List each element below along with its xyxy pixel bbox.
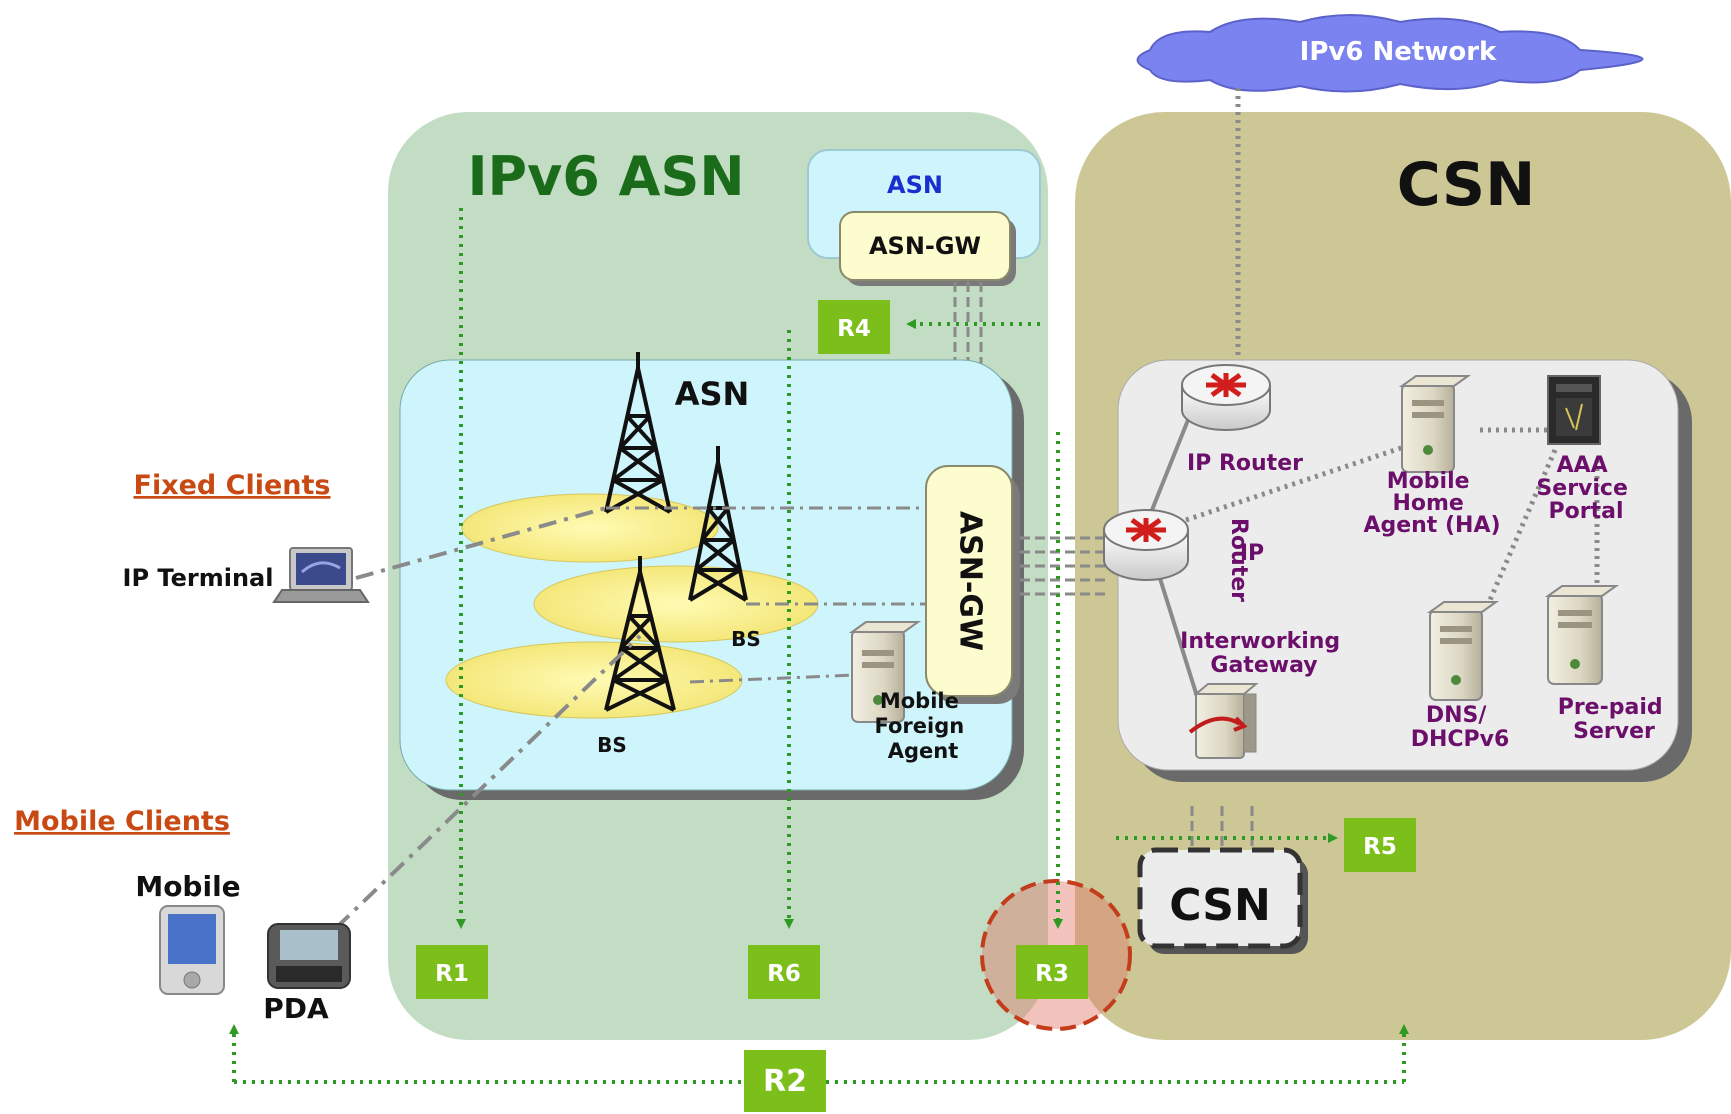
svg-text:R3: R3 bbox=[1035, 961, 1069, 987]
mobile-clients-heading: Mobile Clients bbox=[14, 806, 230, 837]
home-agent-label: Mobile Home Agent (HA) bbox=[1363, 469, 1500, 538]
foreign-agent-server-icon bbox=[848, 621, 922, 723]
svg-text:R4: R4 bbox=[837, 316, 871, 342]
csn-box bbox=[1137, 847, 1303, 949]
csn-dotted-links bbox=[1185, 427, 1600, 601]
inner-asn-gw: ASN-GW bbox=[925, 465, 1020, 704]
prepaid-label: Pre-paid Server bbox=[1558, 695, 1671, 744]
aaa-label: AAA Service Portal bbox=[1536, 453, 1635, 524]
ip-terminal-label: IP Terminal bbox=[123, 564, 274, 592]
pda-label: PDA bbox=[263, 992, 329, 1025]
dns-server-icon bbox=[1426, 601, 1500, 701]
laptop-icon bbox=[272, 547, 370, 603]
ref-r4[interactable]: R4 bbox=[818, 300, 890, 354]
ip-router-top-icon bbox=[1181, 364, 1271, 431]
svg-text:R6: R6 bbox=[767, 961, 801, 987]
small-asn-label: ASN bbox=[887, 171, 943, 199]
home-agent-server-icon bbox=[1398, 375, 1472, 473]
prepaid-server-icon bbox=[1544, 585, 1620, 685]
inner-asn-label: ASN bbox=[675, 375, 750, 413]
mobile-device-icon bbox=[159, 905, 225, 995]
svg-text:R2: R2 bbox=[763, 1064, 807, 1099]
client-links bbox=[334, 506, 642, 930]
mobile-label: Mobile bbox=[135, 870, 240, 903]
bs-label-1: BS bbox=[731, 627, 761, 651]
fixed-clients-heading: Fixed Clients bbox=[134, 470, 331, 501]
ipv6-network-cloud: IPv6 Network bbox=[1136, 14, 1644, 93]
inner-asn-gw-label: ASN-GW bbox=[953, 511, 988, 651]
ip-router-side-icon bbox=[1103, 509, 1189, 581]
tower-3 bbox=[604, 556, 676, 712]
csn-box-links bbox=[1190, 806, 1254, 850]
reference-arrows bbox=[229, 208, 1409, 1084]
tower-1 bbox=[604, 352, 672, 514]
ip-router-top-label: IP Router bbox=[1187, 451, 1303, 476]
bs-gw-links bbox=[606, 506, 930, 684]
svg-text:R5: R5 bbox=[1363, 834, 1397, 860]
ref-r6[interactable]: R6 bbox=[748, 945, 820, 999]
cloud-label: IPv6 Network bbox=[1300, 37, 1497, 67]
interworking-gateway-icon bbox=[1188, 683, 1259, 759]
foreign-agent-label: Mobile Foreign Agent bbox=[874, 689, 971, 763]
ref-r5[interactable]: R5 bbox=[1344, 818, 1416, 872]
small-asn-gw-label: ASN-GW bbox=[869, 232, 981, 260]
dns-label: DNS/ DHCPv6 bbox=[1411, 703, 1510, 752]
aaa-portal-icon bbox=[1547, 375, 1601, 445]
small-asn-box: ASN ASN-GW bbox=[807, 149, 1041, 286]
ip-router-side-label: IP bbox=[1240, 541, 1264, 566]
csn-box-label: CSN bbox=[1169, 880, 1271, 931]
csn-region-title: CSN bbox=[1397, 150, 1536, 220]
ip-router-side-label-2: Router bbox=[1226, 518, 1251, 602]
ref-r3[interactable]: R3 bbox=[1016, 945, 1088, 999]
ref-r2[interactable]: R2 bbox=[744, 1050, 826, 1112]
interworking-gateway-label: Interworking Gateway bbox=[1180, 629, 1348, 678]
bs-label-2: BS bbox=[597, 733, 627, 757]
svg-text:R1: R1 bbox=[435, 961, 469, 987]
pda-icon bbox=[267, 923, 351, 989]
asn-region-title: IPv6 ASN bbox=[467, 145, 744, 208]
ref-r1[interactable]: R1 bbox=[416, 945, 488, 999]
coverage-area-1 bbox=[461, 493, 719, 563]
